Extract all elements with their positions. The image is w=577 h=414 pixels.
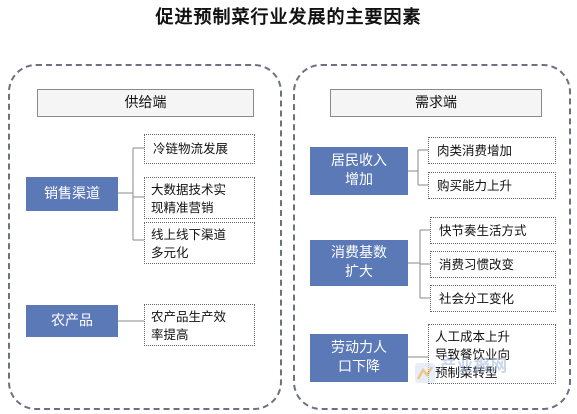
online-offline-item: 线上线下渠道 多元化 — [144, 222, 255, 264]
income-box: 居民收入 增加 — [310, 147, 408, 195]
habit-change-item: 消费习惯改变 — [430, 251, 556, 278]
cold-chain-item: 冷链物流发展 — [144, 134, 255, 164]
purchasing-power-item: 购买能力上升 — [428, 172, 556, 199]
page-title: 促进预制菜行业发展的主要因素 — [155, 7, 422, 28]
social-division-item: 社会分工变化 — [430, 285, 556, 312]
consumer-base-box: 消费基数 扩大 — [310, 240, 408, 286]
watermark-logo-icon — [415, 363, 435, 383]
meat-consumption-item: 肉类消费增加 — [428, 137, 556, 164]
fast-pace-item: 快节奏生活方式 — [430, 217, 556, 244]
agri-product-box: 农产品 — [26, 305, 118, 337]
labor-decline-box: 劳动力人 口下降 — [310, 334, 408, 382]
demand-header: 需求端 — [330, 89, 542, 117]
demand-panel — [293, 64, 571, 410]
sales-channel-box: 销售渠道 — [26, 177, 118, 211]
watermark: 产业报网 — [440, 356, 509, 375]
labor-cost-item: 人工成本上升 导致餐饮业向 预制菜转型 — [428, 324, 556, 384]
big-data-item: 大数据技术实 现精准营销 — [144, 177, 255, 219]
supply-panel — [8, 64, 282, 410]
agri-efficiency-item: 农产品生产效 率提高 — [144, 304, 255, 346]
supply-header: 供给端 — [37, 89, 254, 117]
